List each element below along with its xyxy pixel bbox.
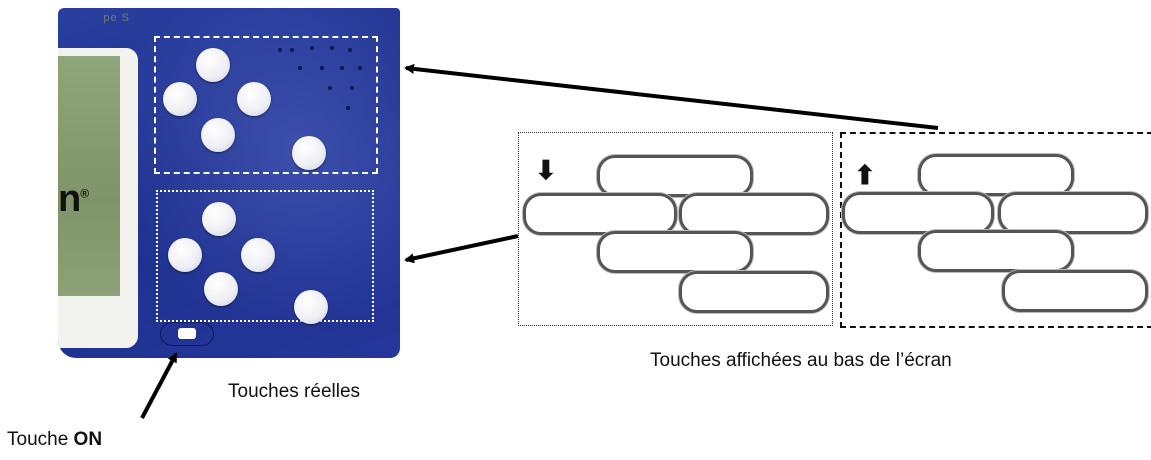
arrow-down-icon: ⬇: [535, 155, 557, 185]
brand-fragment: n: [58, 178, 81, 220]
arrow-to-lower-keys: [404, 234, 519, 264]
screen-key-right: [998, 192, 1148, 234]
upper-keys-dashed-box: [154, 36, 378, 174]
braille-dot: [310, 46, 314, 50]
screen-key-top: [918, 154, 1074, 196]
screen-key-bottom: [597, 231, 753, 273]
lower-key-left[interactable]: [168, 238, 202, 272]
caption-real-keys: Touches réelles: [228, 381, 361, 402]
braille-dot: [320, 66, 324, 70]
lower-key-bottom[interactable]: [204, 272, 238, 306]
braille-dot: [340, 66, 344, 70]
upper-key-right[interactable]: [237, 82, 271, 116]
caption-screen-keys: Touches affichées au bas de l’écran: [650, 350, 952, 371]
upper-key-left[interactable]: [163, 82, 197, 116]
arrow-to-upper-keys: [404, 63, 939, 130]
braille-dot: [290, 48, 294, 52]
screen-key-right: [679, 193, 829, 235]
upper-key-extra[interactable]: [292, 136, 326, 170]
lower-key-extra[interactable]: [294, 290, 328, 324]
braille-dot: [350, 86, 354, 90]
lcd-model-label: pe S: [103, 12, 130, 24]
arrow-to-on-key: [140, 352, 178, 419]
braille-dot: [298, 66, 302, 70]
screen-key-left: [523, 193, 677, 235]
lcd-display: [58, 56, 120, 296]
caption-on-key: Touche ON: [7, 429, 102, 451]
braille-dot: [346, 106, 350, 110]
screen-keys-panel-upper: ⬆: [840, 132, 1151, 328]
braille-dot: [348, 48, 352, 52]
braille-dot: [278, 48, 282, 52]
screen-key-bottom: [918, 230, 1074, 272]
braille-dot: [358, 66, 362, 70]
braille-dot: [328, 86, 332, 90]
lower-keys-dotted-box: [156, 190, 374, 322]
screen-key-extra: [1002, 270, 1148, 312]
brand-registered-mark: ®: [80, 186, 89, 201]
caption-on-key-bold: ON: [73, 429, 103, 450]
brand-logo: n®: [58, 178, 89, 221]
braille-device-photo: pe S n®: [58, 8, 400, 358]
lower-key-right[interactable]: [241, 238, 275, 272]
caption-on-key-prefix: Touche: [7, 429, 74, 450]
upper-key-top[interactable]: [196, 48, 230, 82]
screen-key-left: [842, 192, 994, 234]
screen-key-extra: [679, 271, 829, 313]
lower-key-top[interactable]: [202, 202, 236, 236]
screen-keys-panel-lower: ⬇: [518, 132, 833, 326]
screen-key-top: [597, 155, 753, 197]
on-key[interactable]: [160, 322, 214, 346]
upper-key-bottom[interactable]: [201, 118, 235, 152]
braille-dot: [330, 46, 334, 50]
on-key-button[interactable]: [178, 328, 196, 339]
arrow-up-icon: ⬆: [854, 160, 876, 190]
